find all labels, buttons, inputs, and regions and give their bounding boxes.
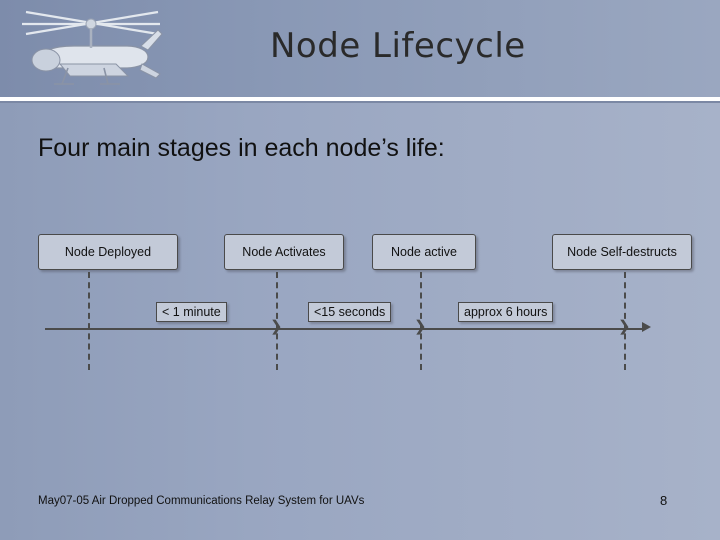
uav-drone-icon bbox=[8, 4, 168, 96]
dashed-line-4 bbox=[624, 272, 626, 370]
timeline-chevron-3: ❯ bbox=[618, 318, 631, 335]
duration-label-2: <15 seconds bbox=[308, 302, 392, 322]
stage-box-node-self-destructs: Node Self-destructs bbox=[552, 234, 692, 270]
dashed-line-3 bbox=[420, 272, 422, 370]
stage-box-node-activates: Node Activates bbox=[224, 234, 344, 270]
duration-label-3: approx 6 hours bbox=[458, 302, 554, 322]
timeline-chevron-2: ❯ bbox=[414, 318, 427, 335]
header-divider bbox=[0, 97, 720, 101]
dashed-line-1 bbox=[88, 272, 90, 370]
duration-label-1: < 1 minute bbox=[156, 302, 227, 322]
stage-box-node-active: Node active bbox=[372, 234, 476, 270]
lifecycle-diagram: Node Deployed Node Activates Node active… bbox=[20, 222, 700, 382]
dashed-line-2 bbox=[276, 272, 278, 370]
timeline-axis bbox=[45, 328, 645, 330]
footer-text: May07-05 Air Dropped Communications Rela… bbox=[38, 495, 365, 507]
bullet-text: Four main stages in each node’s life: bbox=[38, 134, 445, 162]
page-title: Node Lifecycle bbox=[270, 26, 526, 66]
timeline-arrowhead bbox=[642, 322, 651, 332]
stage-box-node-deployed: Node Deployed bbox=[38, 234, 178, 270]
page-number: 8 bbox=[660, 493, 668, 508]
timeline-chevron-1: ❯ bbox=[270, 318, 283, 335]
